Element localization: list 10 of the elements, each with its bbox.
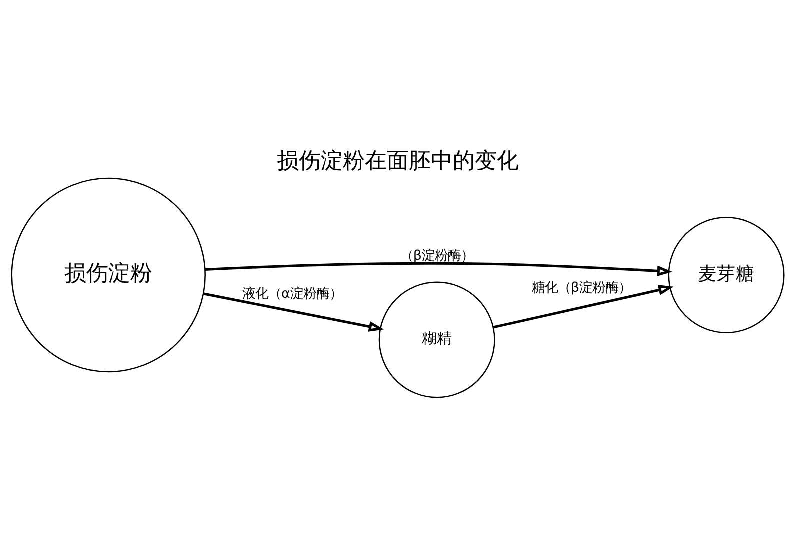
node-circle: 糊精 xyxy=(378,282,496,398)
arrow xyxy=(203,292,384,332)
node-circle: 损伤淀粉 xyxy=(11,178,206,373)
node-circle: 麦芽糖 xyxy=(668,216,785,334)
edge-label: （β淀粉酶） xyxy=(400,248,474,264)
edge-label: 液化（α淀粉酶） xyxy=(242,286,342,302)
edge-label: 糖化（β淀粉酶） xyxy=(532,280,632,296)
arrow xyxy=(205,262,673,276)
diagram-title: 损伤淀粉在面胚中的变化 xyxy=(277,149,519,174)
arrow xyxy=(493,285,674,329)
